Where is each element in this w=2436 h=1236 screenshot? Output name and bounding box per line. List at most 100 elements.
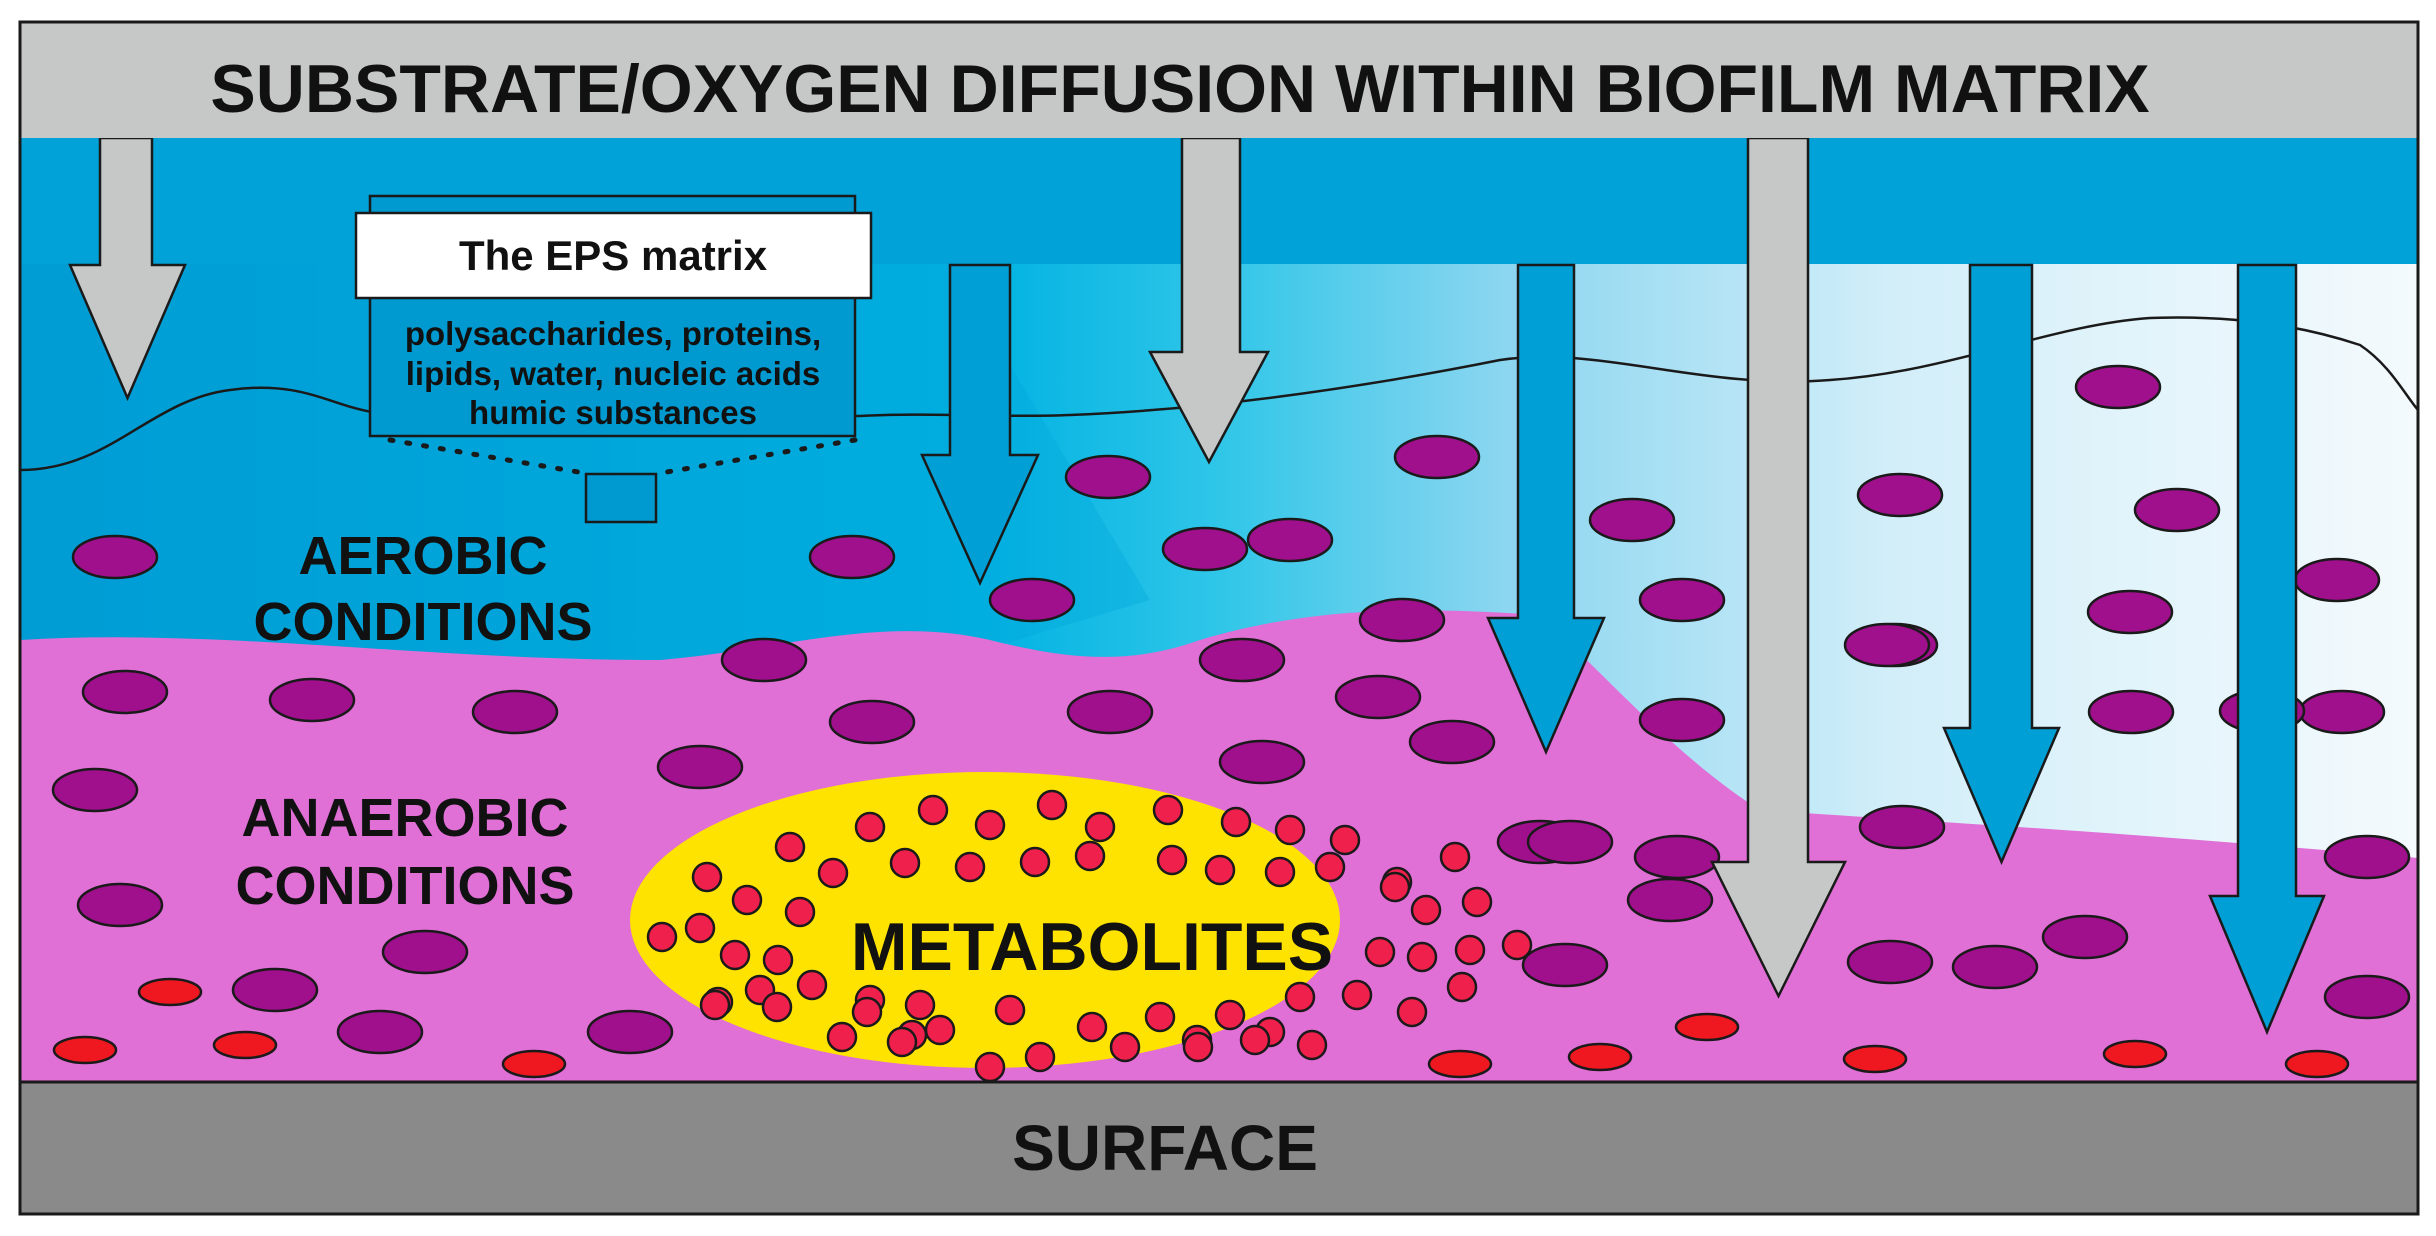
- metabolite-dot: [886, 1026, 918, 1058]
- purple-cell: [471, 689, 559, 735]
- metabolite-dot: [1182, 1031, 1214, 1063]
- metabolite-dot: [904, 989, 936, 1021]
- purple-cell: [268, 677, 356, 723]
- metabolite-dot: [1341, 979, 1373, 1011]
- purple-cell: [720, 637, 808, 683]
- metabolite-dot: [691, 861, 723, 893]
- metabolite-dot: [1084, 811, 1116, 843]
- red-cells: [52, 977, 2350, 1079]
- blue-diffusion-arrow: [1942, 263, 2061, 866]
- diagram-title: SUBSTRATE/OXYGEN DIFFUSION WITHIN BIOFIL…: [210, 51, 2149, 127]
- purple-cell: [381, 929, 469, 975]
- blue-diffusion-arrow: [1486, 263, 1606, 756]
- metabolite-dot: [1156, 844, 1188, 876]
- red-cell: [52, 1035, 118, 1065]
- metabolite-dot: [1076, 1011, 1108, 1043]
- metabolite-dot: [1410, 894, 1442, 926]
- metabolite-dot: [719, 939, 751, 971]
- purple-cell: [1521, 942, 1609, 988]
- metabolite-dot: [1274, 814, 1306, 846]
- gray-diffusion-arrow: [68, 136, 187, 402]
- metabolite-dot: [1406, 941, 1438, 973]
- metabolite-dot: [762, 944, 794, 976]
- metabolite-dot: [994, 994, 1026, 1026]
- metabolite-dot: [1220, 806, 1252, 838]
- gray-diffusion-arrow: [1147, 136, 1271, 465]
- metabolite-dot: [1024, 1041, 1056, 1073]
- purple-cell: [1951, 944, 2039, 990]
- purple-cell: [988, 577, 1076, 623]
- metabolite-dot: [974, 809, 1006, 841]
- metabolite-dot: [796, 969, 828, 1001]
- purple-cell: [71, 534, 159, 580]
- metabolites-label: METABOLITES: [851, 909, 1333, 985]
- metabolite-dot: [889, 847, 921, 879]
- metabolite-dot: [974, 1051, 1006, 1083]
- purple-cell: [2041, 914, 2129, 960]
- purple-cell: [1858, 804, 1946, 850]
- metabolite-dot: [917, 794, 949, 826]
- purple-cell: [81, 669, 169, 715]
- gray-diffusion-arrow: [1709, 136, 1848, 999]
- purple-cell: [1334, 674, 1422, 720]
- red-cell: [1674, 1012, 1740, 1042]
- purple-cell: [1638, 577, 1726, 623]
- metabolite-dot: [1314, 851, 1346, 883]
- anaerobic-label-line-2: CONDITIONS: [235, 856, 574, 916]
- title-band: [20, 22, 2418, 138]
- eps-sample-square: [584, 472, 658, 524]
- metabolite-dot: [826, 1021, 858, 1053]
- metabolite-dot: [699, 989, 731, 1021]
- anaerobic-label-line-1: ANAEROBIC: [241, 788, 568, 848]
- diffusion-arrows: [68, 136, 2326, 1036]
- purple-cell: [828, 699, 916, 745]
- metabolite-dots: [646, 789, 1533, 1083]
- purple-cell: [1588, 497, 1676, 543]
- metabolite-dot: [1461, 886, 1493, 918]
- metabolite-dot: [851, 996, 883, 1028]
- purple-cell: [1064, 454, 1152, 500]
- red-cell: [2102, 1039, 2168, 1069]
- metabolite-dot: [1454, 934, 1486, 966]
- metabolite-dot: [924, 1014, 956, 1046]
- purple-cell: [1638, 697, 1726, 743]
- purple-cell: [1408, 719, 1496, 765]
- metabolite-dot: [1214, 999, 1246, 1031]
- metabolite-dot: [854, 811, 886, 843]
- red-cell: [1567, 1042, 1633, 1072]
- purple-cell: [1161, 526, 1249, 572]
- purple-cell: [1066, 689, 1154, 735]
- purple-cell: [808, 534, 896, 580]
- purple-cell: [1633, 834, 1721, 880]
- purple-cell: [51, 767, 139, 813]
- metabolite-dot: [1396, 996, 1428, 1028]
- purple-cell: [2086, 589, 2174, 635]
- purple-cell: [586, 1009, 674, 1055]
- aerobic-label-line-1: AEROBIC: [298, 526, 547, 586]
- purple-cell: [1393, 434, 1481, 480]
- eps-line-3: humic substances: [469, 394, 757, 431]
- metabolite-dot: [1144, 1001, 1176, 1033]
- purple-cell: [1843, 622, 1931, 668]
- metabolite-dot: [784, 896, 816, 928]
- metabolite-dot: [1109, 1031, 1141, 1063]
- purple-cell: [1526, 819, 1614, 865]
- red-cell: [1842, 1044, 1908, 1074]
- aerobic-label-line-2: CONDITIONS: [253, 592, 592, 652]
- metabolite-dot: [1074, 840, 1106, 872]
- purple-cell: [2074, 364, 2162, 410]
- biofilm-boundary-line: [19, 316, 2419, 472]
- metabolite-dot: [1379, 871, 1411, 903]
- purple-cell: [2133, 487, 2221, 533]
- metabolite-dot: [774, 831, 806, 863]
- red-cell: [2284, 1049, 2350, 1079]
- blue-diffusion-arrow: [920, 263, 1040, 587]
- metabolite-dot: [817, 857, 849, 889]
- red-cell: [137, 977, 203, 1007]
- purple-cell: [1218, 739, 1306, 785]
- metabolite-dot: [1446, 971, 1478, 1003]
- purple-cell: [2087, 689, 2175, 735]
- surface-label: SURFACE: [1012, 1112, 1318, 1184]
- metabolite-dot: [1152, 794, 1184, 826]
- eps-header-box: [354, 211, 873, 300]
